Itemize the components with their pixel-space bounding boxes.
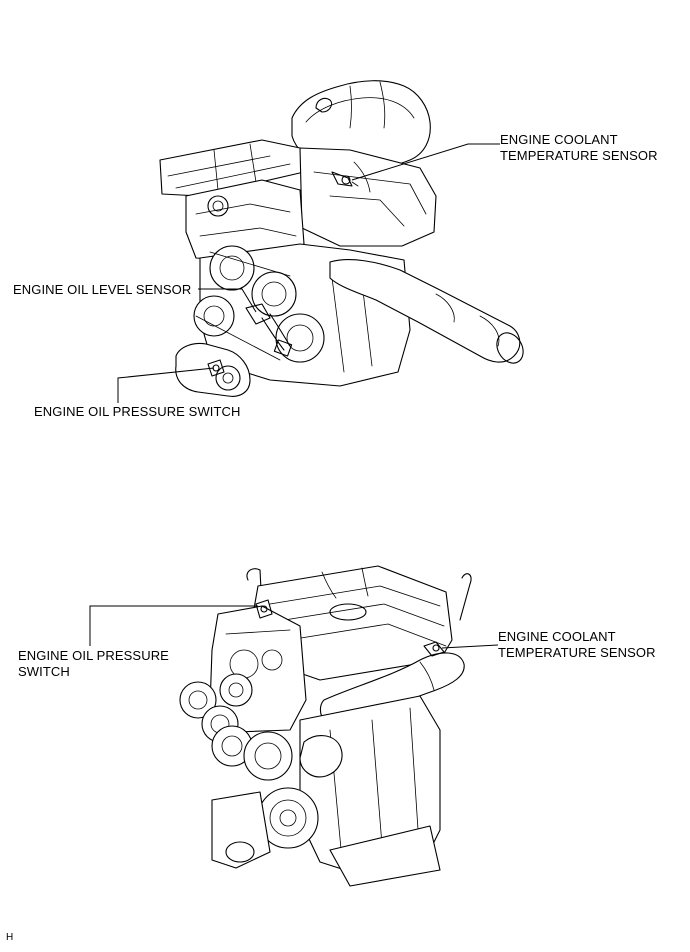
leader-bottom-coolant — [441, 644, 499, 649]
label-bottom-oil-pressure-switch: ENGINE OIL PRESSURE SWITCH — [18, 648, 169, 679]
leader-top-coolant — [351, 143, 500, 181]
bottom-engine-drawing — [179, 565, 472, 887]
coolant-sensor-top-icon — [331, 171, 359, 187]
label-top-coolant-sensor: ENGINE COOLANT TEMPERATURE SENSOR — [500, 132, 658, 163]
label-bottom-coolant-sensor: ENGINE COOLANT TEMPERATURE SENSOR — [498, 629, 656, 660]
coolant-sensor-bottom-icon — [423, 641, 445, 657]
label-top-oil-level-sensor: ENGINE OIL LEVEL SENSOR — [13, 282, 192, 297]
leader-bottom-oil-pressure — [89, 605, 258, 646]
top-engine-drawing — [159, 80, 524, 397]
oil-pressure-switch-bottom-icon — [255, 599, 273, 619]
leader-top-oil-pressure — [117, 367, 215, 403]
corner-mark: H — [6, 932, 14, 943]
oil-level-sensor-top-icon — [245, 303, 293, 357]
leader-top-oil-level — [198, 288, 257, 313]
label-top-oil-pressure-switch: ENGINE OIL PRESSURE SWITCH — [34, 404, 241, 419]
